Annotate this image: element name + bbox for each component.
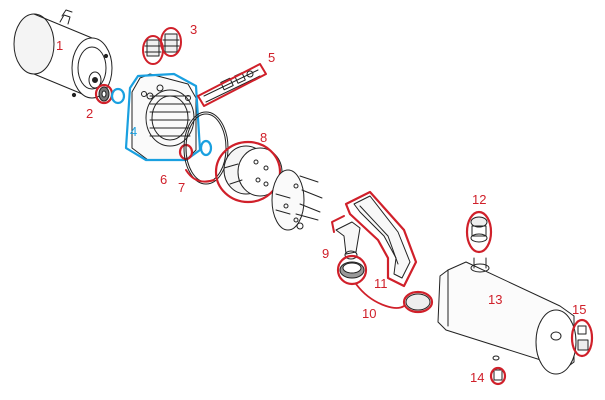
- label-8: 8: [260, 130, 267, 145]
- label-1: 1: [56, 38, 63, 53]
- label-15: 15: [572, 302, 586, 317]
- label-10: 10: [362, 306, 376, 321]
- part-1-motor: [13, 9, 113, 99]
- end-plate-with-bolts: [271, 169, 323, 231]
- part-9-elbow: [331, 215, 361, 260]
- part-5-valve: [197, 63, 267, 107]
- part-10-filter: [336, 254, 434, 314]
- part-8-gear-section: [214, 140, 283, 204]
- part-4-pump-body: [124, 72, 202, 162]
- label-11: 11: [374, 276, 388, 291]
- label-7: 7: [178, 180, 185, 195]
- part-11-suction-tube: [344, 190, 418, 288]
- label-6: 6: [160, 172, 167, 187]
- label-14: 14: [470, 370, 484, 385]
- part-3-fittings: [142, 27, 182, 65]
- part-15-breather: [570, 318, 594, 358]
- label-13: 13: [488, 292, 502, 307]
- part-2-coupling: [94, 83, 126, 105]
- label-9: 9: [322, 246, 329, 261]
- callout-labels: 1 2 3 4 5 6 7 8 9 10 11 12 13 14 15: [56, 22, 586, 385]
- label-2: 2: [86, 106, 93, 121]
- part-14-drain-plug: [489, 366, 507, 386]
- label-4: 4: [130, 124, 137, 139]
- part-13-tank: [437, 257, 577, 375]
- label-5: 5: [268, 50, 275, 65]
- part-12-filler-cap: [465, 210, 493, 254]
- label-12: 12: [472, 192, 486, 207]
- label-3: 3: [190, 22, 197, 37]
